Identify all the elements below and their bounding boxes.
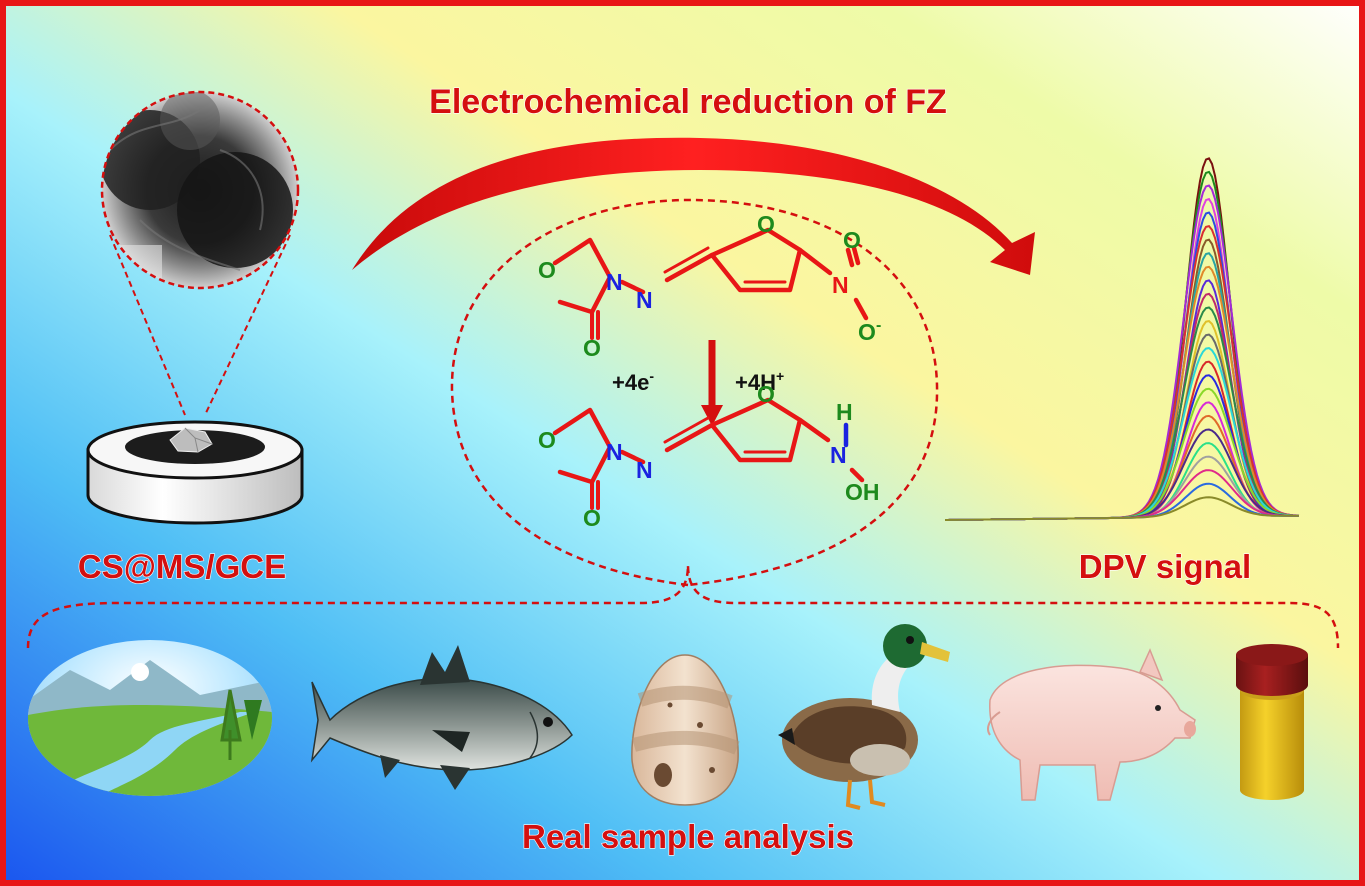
sample-jar-icon [1236,644,1308,800]
river-landscape-icon [28,640,272,796]
reaction-enclosure [450,198,939,587]
tem-micrograph-icon [100,90,300,290]
reaction-arc-arrow [352,137,1035,275]
bottom-label: Real sample analysis [522,818,854,855]
zoom-line-left [109,234,186,416]
atom-O-nitro: O [843,227,861,253]
electrode-label: CS@MS/GCE [78,548,286,585]
dpv-curve-26 [945,496,1300,521]
fish-icon [310,645,573,790]
atom-N-nitro: N [832,272,849,298]
title-text: Electrochemical reduction of FZ [429,83,947,121]
atom-N2: N [636,287,653,313]
zoom-line-right [204,234,291,416]
hydroxylamine-product-molecule [552,397,865,510]
atom-minus-sign: - [876,317,881,334]
product-atom-H: H [836,399,853,425]
product-atom-O-carbonyl: O [583,505,601,531]
atom-N1: N [606,269,623,295]
product-atom-O-ring: O [538,427,556,453]
product-atom-OH: OH [845,479,880,505]
atom-O-ring: O [538,257,556,283]
electrons-label: +4e- [612,368,654,395]
atom-O-carbonyl: O [583,335,601,361]
product-atom-N2: N [636,457,653,483]
atom-O-furan: O [757,211,775,237]
product-atom-O-furan: O [757,381,775,407]
product-atom-N1: N [606,439,623,465]
dpv-label: DPV signal [1079,548,1251,585]
egg-icon [631,654,740,806]
furazolidone-molecule [552,227,869,340]
duck-icon [778,624,950,810]
dpv-curves [945,157,1300,521]
pig-icon [987,648,1196,801]
atom-O-minus: O [858,319,876,345]
product-atom-N: N [830,442,847,468]
electrode-icon [86,420,304,525]
reduction-arrow [701,340,723,426]
protons-label: +4H+ [735,368,784,395]
